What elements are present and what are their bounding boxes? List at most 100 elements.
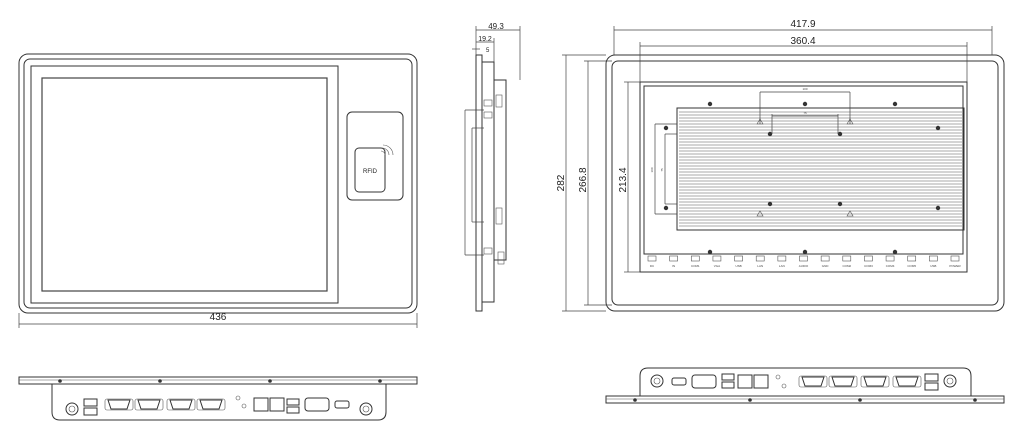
bottom-right-power-button bbox=[943, 374, 957, 388]
rear-port-label: POWER bbox=[949, 264, 961, 268]
rear-port bbox=[647, 255, 657, 262]
mount-hole bbox=[767, 201, 773, 207]
rear-port bbox=[820, 255, 830, 262]
bottom-left-bezel bbox=[18, 376, 418, 385]
mount-hole bbox=[892, 249, 898, 255]
rfid-wave-icon bbox=[380, 144, 394, 156]
front-width-label: 436 bbox=[210, 312, 227, 323]
rear-port-label: GND bbox=[822, 264, 830, 268]
front-screen-frame bbox=[30, 65, 339, 304]
bezel-screw bbox=[633, 398, 637, 402]
bottom-left-vga-port bbox=[304, 397, 330, 412]
com-port-shell bbox=[196, 398, 226, 411]
com-port-shell bbox=[134, 398, 164, 411]
rear-port bbox=[712, 255, 722, 262]
bottom-left-usb-pair bbox=[83, 398, 98, 416]
com-port bbox=[137, 399, 161, 410]
com-port-shell bbox=[166, 398, 196, 411]
com-port bbox=[169, 399, 193, 410]
rear-port-label: LAN bbox=[779, 264, 785, 268]
bottom-left-screws bbox=[58, 379, 382, 383]
rear-housing bbox=[639, 81, 968, 273]
rear-port bbox=[929, 255, 938, 262]
rear-port-label: COM3 bbox=[864, 264, 873, 268]
rear-width-label: 417.9 bbox=[790, 19, 815, 30]
rear-port-label: COM5 bbox=[907, 264, 916, 268]
bottom-view-right bbox=[605, 367, 1005, 404]
front-bezel-inner bbox=[23, 58, 413, 309]
com-port-shell bbox=[860, 375, 890, 388]
bezel-screw bbox=[378, 379, 382, 383]
rear-port bbox=[777, 255, 787, 262]
rear-housing-inner bbox=[643, 85, 964, 255]
bezel-screw bbox=[58, 379, 62, 383]
com-port bbox=[863, 376, 887, 387]
mount-hole bbox=[707, 101, 713, 107]
mount-hole bbox=[837, 201, 843, 207]
side-front-bezel bbox=[475, 54, 483, 312]
bottom-right-vga-port bbox=[691, 374, 717, 389]
side-bracket-bottom bbox=[495, 207, 503, 225]
bezel-screw bbox=[158, 379, 162, 383]
side-rear-housing bbox=[493, 79, 507, 261]
com-port-shell bbox=[828, 375, 858, 388]
mount-hole bbox=[767, 131, 773, 137]
rfid-label: RFID bbox=[363, 169, 378, 175]
rear-port bbox=[690, 255, 700, 262]
rear-port bbox=[669, 255, 678, 262]
com-port bbox=[107, 399, 131, 410]
bezel-screw bbox=[858, 398, 862, 402]
rear-port-label: USB bbox=[735, 264, 741, 268]
rear-port-label: DC bbox=[650, 264, 655, 268]
heatsink-fins bbox=[679, 111, 962, 227]
rfid-reader bbox=[354, 147, 386, 193]
vesa-v-label: 100 bbox=[650, 167, 654, 172]
side-bracket-top bbox=[495, 94, 503, 108]
bottom-left-usb-pair-2 bbox=[286, 398, 300, 414]
bottom-right-com-ports bbox=[798, 375, 922, 388]
front-display-area bbox=[41, 77, 328, 292]
bottom-right-bezel bbox=[605, 395, 1005, 404]
side-panel-body bbox=[481, 61, 495, 303]
mount-hole bbox=[802, 101, 808, 107]
rear-port bbox=[950, 255, 960, 262]
com-port-shell bbox=[798, 375, 828, 388]
rfid-panel bbox=[346, 111, 404, 201]
mount-hole bbox=[663, 125, 669, 131]
rear-mount-height-label: 213.4 bbox=[618, 167, 629, 192]
vesa-v-inner-label: 75 bbox=[660, 168, 664, 172]
side-inner-depth-label: 19.2 bbox=[478, 36, 492, 43]
bezel-screw bbox=[748, 398, 752, 402]
rear-port bbox=[885, 255, 895, 262]
rear-bezel-inner bbox=[611, 60, 999, 306]
bottom-right-screws bbox=[633, 398, 977, 402]
bottom-left-hdmi-port bbox=[334, 400, 350, 409]
bottom-left-lan-ports bbox=[253, 397, 285, 412]
rear-port-label: COM1 bbox=[691, 264, 700, 268]
bezel-screw bbox=[268, 379, 272, 383]
rear-heatsink bbox=[676, 107, 965, 231]
bottom-left-power-button bbox=[359, 402, 373, 416]
com-port bbox=[895, 376, 919, 387]
mount-hole bbox=[935, 205, 941, 211]
front-bezel-outer bbox=[18, 53, 418, 314]
mount-hole bbox=[837, 131, 843, 137]
bottom-right-housing bbox=[639, 367, 972, 396]
bottom-right-hdmi-port bbox=[671, 377, 687, 386]
mount-hole bbox=[707, 249, 713, 255]
rear-port-label: USB bbox=[930, 264, 936, 268]
rear-port bbox=[734, 255, 743, 262]
vesa-h-label: 100 bbox=[802, 87, 807, 91]
rear-bezel-outer bbox=[605, 54, 1005, 312]
rear-port bbox=[864, 255, 873, 262]
bottom-right-usb-pair bbox=[721, 373, 735, 389]
rear-port bbox=[755, 255, 765, 262]
rear-port-label: AUDIO bbox=[799, 264, 809, 268]
com-port bbox=[199, 399, 223, 410]
mount-hole bbox=[663, 205, 669, 211]
com-port bbox=[801, 376, 825, 387]
rear-inner-height-label: 266.8 bbox=[578, 167, 589, 192]
